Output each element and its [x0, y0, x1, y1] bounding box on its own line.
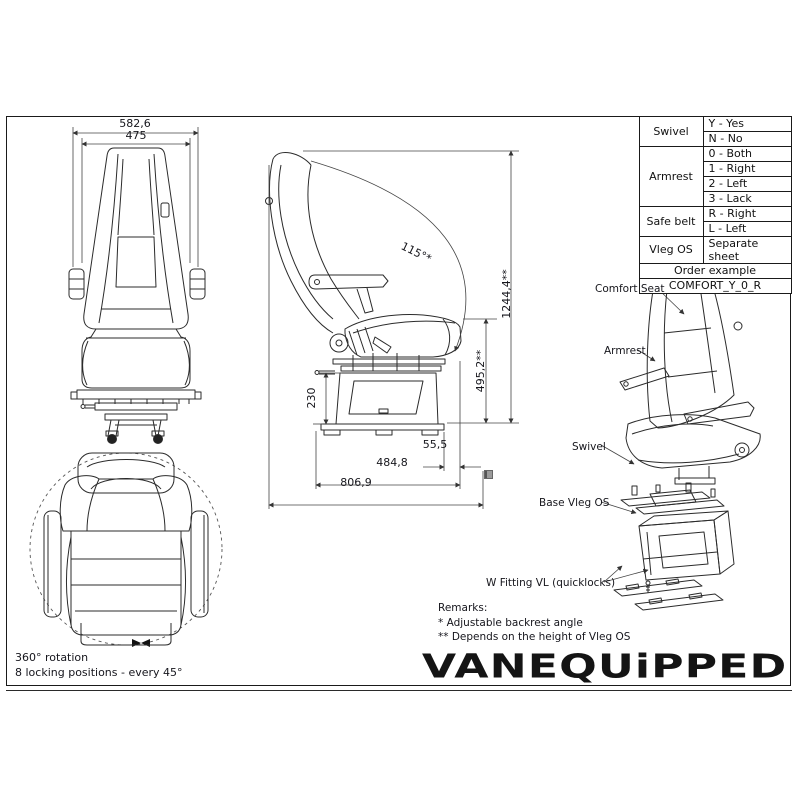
rotation-note-line2: 8 locking positions - every 45° [15, 665, 183, 679]
dim-base-height: 230 [305, 387, 318, 409]
rotation-circle [29, 452, 223, 646]
rotation-marker-icon [132, 639, 141, 647]
table-row: 2 - Left [639, 175, 792, 192]
front-view-drawing [68, 127, 206, 444]
top-view-seat-art [43, 452, 209, 646]
exploded-seat-art [613, 278, 761, 611]
dim-front-width-outer: 582,6 [119, 117, 151, 130]
option-value: 2 - Left [702, 175, 792, 192]
dim-base-depth: 484,8 [376, 456, 408, 469]
table-row: Vleg OS Separate sheet [638, 235, 792, 264]
option-value: 3 - Lack [702, 190, 792, 207]
option-group-label: Vleg OS [638, 235, 704, 264]
exploded-view-drawing [600, 278, 761, 611]
drawing-frame: Swivel Y - Yes N - No Armrest 0 - Both 1… [5, 115, 792, 691]
option-value: Y - Yes [702, 115, 792, 132]
table-row: COMFORT_Y_0_R [638, 277, 792, 294]
order-example-header: Order example [638, 262, 792, 279]
remarks-title: Remarks: [438, 602, 488, 614]
table-row: N - No [639, 130, 792, 147]
option-value: R - Right [702, 205, 792, 222]
option-value: N - No [702, 130, 792, 147]
front-dimension-lines [72, 127, 199, 267]
front-seat-art [68, 147, 206, 444]
table-row: Swivel Y - Yes [638, 115, 792, 147]
table-row: Order example [638, 262, 792, 279]
dim-overall-depth: 806,9 [340, 476, 372, 489]
detail-marker-icon [484, 470, 493, 479]
brand-logo: VANEQUiPPED [421, 647, 787, 686]
option-group-label: Swivel [638, 115, 704, 147]
option-value: L - Left [702, 220, 792, 237]
side-seat-art [265, 151, 462, 436]
option-group-label: Safe belt [638, 205, 704, 237]
option-code-table: Swivel Y - Yes N - No Armrest 0 - Both 1… [638, 115, 792, 294]
option-value: 1 - Right [702, 160, 792, 177]
dim-base-front-offset: 55,5 [422, 438, 448, 451]
table-row: 3 - Lack [639, 190, 792, 207]
rotation-marker-icon [141, 639, 150, 647]
table-row: 1 - Right [639, 160, 792, 177]
table-row: Safe belt R - Right [638, 205, 792, 237]
order-example-code: COMFORT_Y_0_R [638, 277, 792, 294]
label-comfort-seat: Comfort Seat [595, 283, 665, 295]
side-view-drawing [265, 150, 519, 509]
option-value: Separate sheet [702, 235, 792, 264]
remarks-note-2: ** Depends on the height of Vleg OS [438, 631, 631, 644]
rotation-note: 360° rotation 8 locking positions - ever… [15, 651, 183, 681]
remarks-note-1: * Adjustable backrest angle [438, 616, 583, 629]
label-base-vleg-os: Base Vleg OS [539, 497, 610, 509]
remarks-block: Remarks: * Adjustable backrest angle ** … [438, 601, 630, 645]
side-dimension-lines [268, 150, 519, 509]
option-group-label: Armrest [638, 145, 704, 207]
table-row: Armrest 0 - Both [638, 145, 792, 207]
dim-seat-height: 495,2** [474, 349, 487, 393]
rotation-note-line1: 360° rotation [15, 651, 89, 664]
option-value: 0 - Both [702, 145, 792, 162]
label-swivel: Swivel [572, 441, 606, 453]
rotation-top-view-drawing [29, 452, 223, 647]
label-armrest: Armrest [604, 345, 646, 357]
dim-front-width-inner: 475 [125, 129, 147, 142]
dim-overall-height: 1244,4** [500, 269, 513, 319]
label-w-fitting: W Fitting VL (quicklocks) [486, 577, 616, 589]
